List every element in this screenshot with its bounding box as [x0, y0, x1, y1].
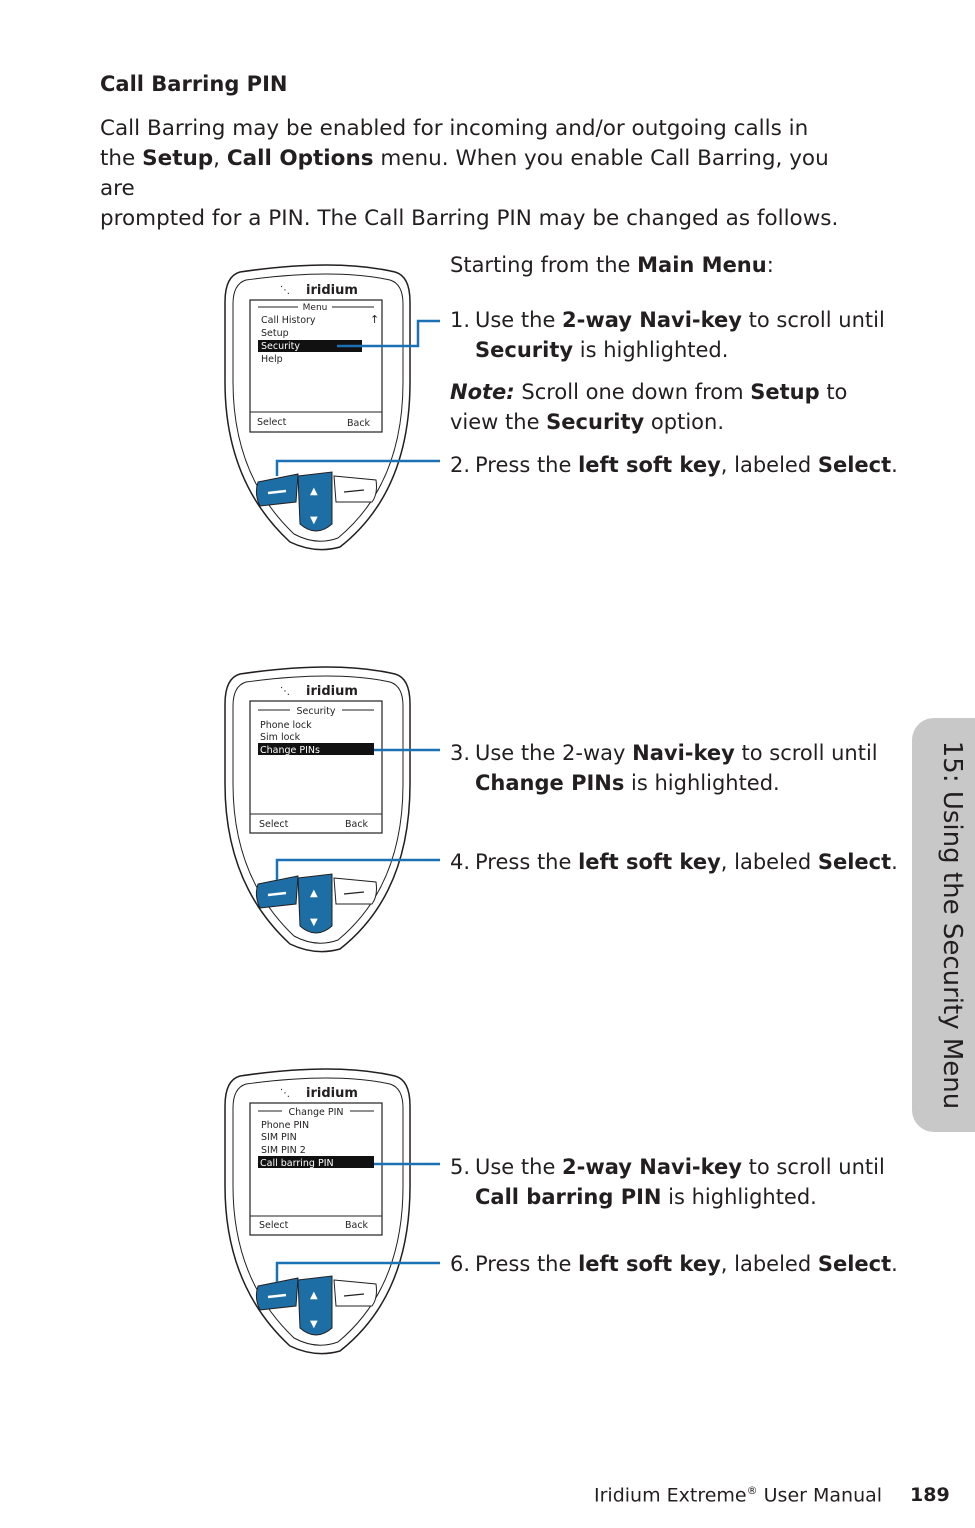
left-softkey-button[interactable]	[255, 473, 299, 507]
down-arrow-icon: ▼	[310, 1319, 318, 1330]
note: Note: Scroll one down from Setup to view…	[450, 380, 848, 434]
menu-item: Setup	[261, 328, 289, 339]
phone-screen	[249, 1102, 383, 1236]
menu-item: Help	[261, 354, 283, 365]
chapter-side-tab: 15: Using the Security Menu	[912, 718, 975, 1132]
softkey-right-label: Back	[345, 819, 369, 830]
softkey-left-label: Select	[259, 819, 289, 830]
softkey-left-label: Select	[259, 1220, 289, 1231]
navi-key-button[interactable]	[297, 873, 333, 934]
intro-line-2: the Setup, Call Options menu. When you e…	[100, 146, 829, 201]
step-4: 4.Press the left soft key, labeled Selec…	[450, 850, 898, 874]
left-softkey-button[interactable]	[255, 875, 299, 909]
menu-item-highlighted: Security	[261, 341, 300, 352]
callout-line-step-2	[275, 459, 440, 476]
screen-title: Change PIN	[288, 1107, 343, 1118]
chapter-title: 15: Using the Security Menu	[937, 740, 967, 1110]
navi-key-button[interactable]	[297, 1275, 333, 1336]
menu-item: Call History	[261, 315, 316, 326]
screen-title: Security	[296, 706, 335, 717]
phone-screen	[249, 700, 383, 834]
callout-line-step-6	[275, 1261, 440, 1282]
right-softkey-button[interactable]	[333, 877, 377, 905]
softkey-left-label: Select	[257, 417, 287, 428]
intro-paragraph: Call Barring may be enabled for incoming…	[100, 114, 860, 234]
brand-logo: iridium	[306, 684, 358, 699]
up-arrow-icon: ▲	[310, 486, 318, 497]
step-6: 6.Press the left soft key, labeled Selec…	[450, 1252, 898, 1276]
softkey-right-label: Back	[347, 418, 371, 429]
phone-illustration-2: iridium ⋱ Security Phone lock Sim lock C…	[224, 666, 411, 953]
logo-dots-icon: ⋱	[280, 1088, 290, 1099]
page-number: 189	[910, 1484, 950, 1506]
up-arrow-icon: ▲	[310, 1290, 318, 1301]
right-softkey-button[interactable]	[333, 1279, 377, 1307]
menu-item: SIM PIN	[261, 1132, 297, 1143]
phone-illustration-3: iridium ⋱ Change PIN Phone PIN SIM PIN S…	[224, 1068, 411, 1355]
step-1: 1.Use the 2-way Navi-key to scroll until…	[450, 308, 885, 362]
phone-screen	[249, 299, 383, 433]
down-arrow-icon: ▼	[310, 917, 318, 928]
menu-item: SIM PIN 2	[261, 1145, 306, 1156]
brand-logo: iridium	[306, 1086, 358, 1101]
intro-line-1: Call Barring may be enabled for incoming…	[100, 116, 809, 141]
menu-item-highlighted: Call barring PIN	[260, 1158, 334, 1169]
logo-dots-icon: ⋱	[280, 285, 290, 296]
section-heading: Call Barring PIN	[100, 72, 288, 96]
menu-item: Phone lock	[260, 720, 312, 731]
left-softkey-button[interactable]	[255, 1277, 299, 1311]
callout-line-step-4	[275, 858, 440, 880]
scroll-arrow-icon: ↑	[370, 313, 379, 326]
step-3: 3.Use the 2-way Navi-key to scroll until…	[450, 741, 878, 795]
menu-item-highlighted: Change PINs	[260, 745, 320, 756]
menu-item: Phone PIN	[261, 1120, 309, 1131]
menu-item: Sim lock	[260, 732, 301, 743]
starting-text: Starting from the Main Menu:	[450, 253, 774, 277]
brand-logo: iridium	[306, 283, 358, 298]
step-5: 5.Use the 2-way Navi-key to scroll until…	[450, 1155, 885, 1209]
up-arrow-icon: ▲	[310, 888, 318, 899]
screen-title: Menu	[303, 303, 328, 313]
softkey-right-label: Back	[345, 1220, 369, 1231]
footer-manual-title: Iridium Extreme® User Manual	[594, 1484, 883, 1507]
navi-key-button[interactable]	[297, 471, 333, 532]
down-arrow-icon: ▼	[310, 515, 318, 526]
right-softkey-button[interactable]	[333, 475, 377, 503]
intro-line-3: prompted for a PIN. The Call Barring PIN…	[100, 206, 839, 231]
phone-illustration-1: iridium ⋱ Menu Call History ↑ Setup Secu…	[224, 264, 411, 551]
step-2: 2.Press the left soft key, labeled Selec…	[450, 453, 898, 477]
callout-line-step-1	[337, 319, 440, 348]
logo-dots-icon: ⋱	[280, 686, 290, 697]
